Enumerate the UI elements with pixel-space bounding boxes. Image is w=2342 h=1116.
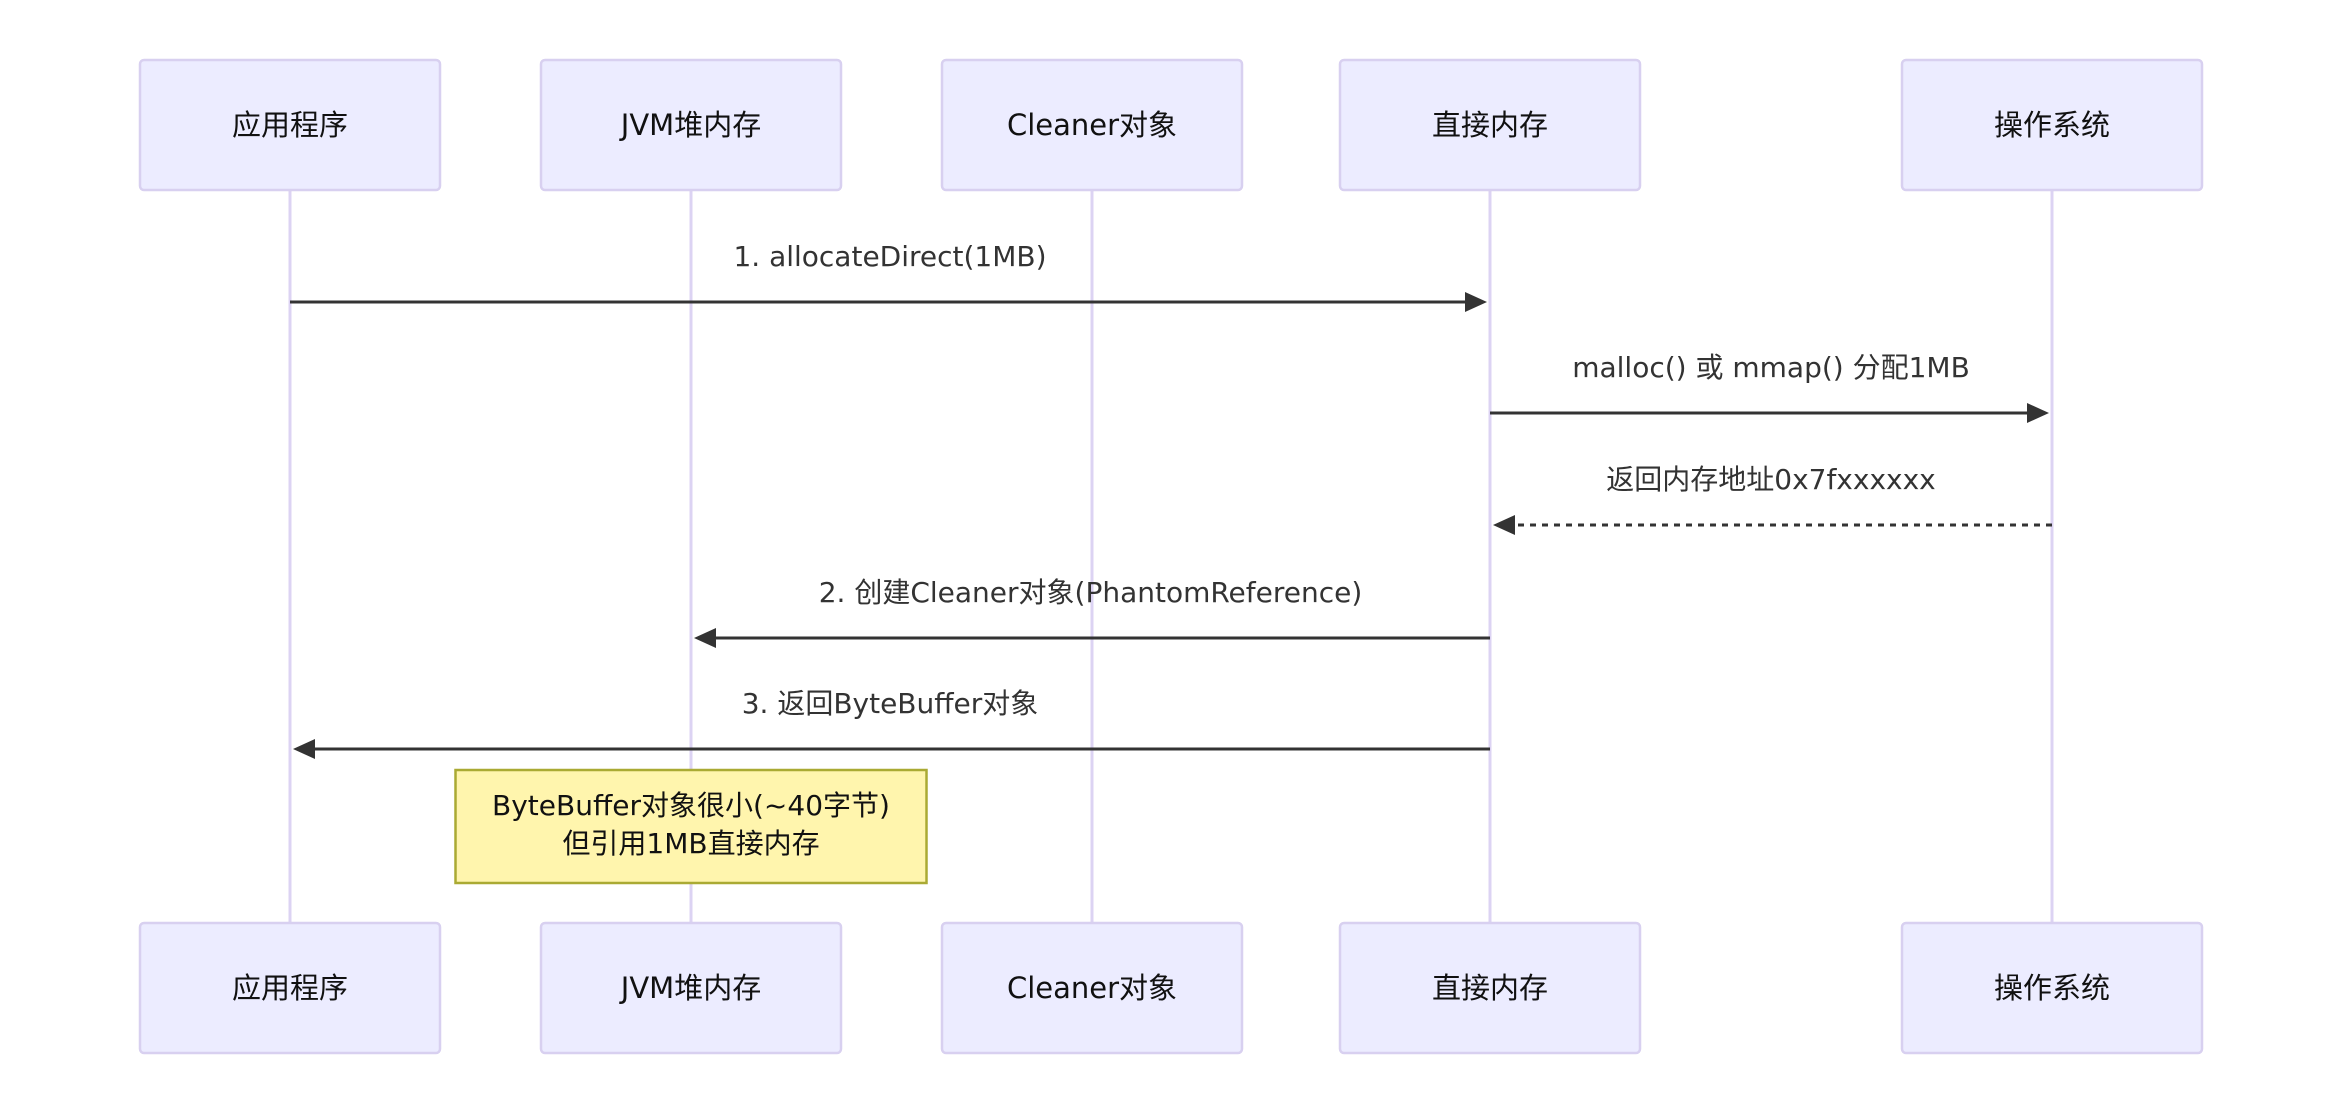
actor-box xyxy=(539,921,843,1055)
actor-cleaner-top[interactable]: Cleaner对象 xyxy=(940,58,1244,192)
arrowhead-icon xyxy=(694,628,716,648)
note-line: ByteBuffer对象很小(~40字节) xyxy=(492,789,890,822)
note-box xyxy=(454,768,928,885)
actor-label: 操作系统 xyxy=(1994,971,2110,1005)
actor-app-bottom[interactable]: 应用程序 xyxy=(138,921,442,1055)
actor-label: JVM堆内存 xyxy=(619,108,761,142)
actor-box xyxy=(539,58,843,192)
actor-os-bottom[interactable]: 操作系统 xyxy=(1900,921,2204,1055)
actor-app-top[interactable]: 应用程序 xyxy=(138,58,442,192)
message-label: 1. allocateDirect(1MB) xyxy=(733,240,1046,273)
arrowhead-icon xyxy=(2027,403,2049,423)
actor-box xyxy=(138,921,442,1055)
message-5: 3. 返回ByteBuffer对象 xyxy=(293,687,1490,759)
actor-heap-top[interactable]: JVM堆内存 xyxy=(539,58,843,192)
note-line: 但引用1MB直接内存 xyxy=(562,827,819,860)
actor-label: 应用程序 xyxy=(232,108,348,142)
actors-bottom: 应用程序 JVM堆内存 Cleaner对象 直接内存 操作系统 xyxy=(138,921,2204,1055)
actor-box xyxy=(1900,58,2204,192)
arrowhead-icon xyxy=(1465,292,1487,312)
arrowhead-icon xyxy=(1493,515,1515,535)
actor-label: 直接内存 xyxy=(1432,971,1548,1005)
actor-box xyxy=(940,58,1244,192)
actor-label: 直接内存 xyxy=(1432,108,1548,142)
message-1: 1. allocateDirect(1MB) xyxy=(290,240,1487,312)
note: ByteBuffer对象很小(~40字节) 但引用1MB直接内存 xyxy=(454,768,928,885)
actor-direct-top[interactable]: 直接内存 xyxy=(1338,58,1642,192)
message-4: 2. 创建Cleaner对象(PhantomReference) xyxy=(694,576,1490,648)
message-2: malloc() 或 mmap() 分配1MB xyxy=(1490,351,2049,423)
actors-top: 应用程序 JVM堆内存 Cleaner对象 直接内存 操作系统 xyxy=(138,58,2204,192)
actor-label: 应用程序 xyxy=(232,971,348,1005)
actor-label: 操作系统 xyxy=(1994,108,2110,142)
actor-heap-bottom[interactable]: JVM堆内存 xyxy=(539,921,843,1055)
actor-label: JVM堆内存 xyxy=(619,971,761,1005)
actor-box xyxy=(940,921,1244,1055)
actor-cleaner-bottom[interactable]: Cleaner对象 xyxy=(940,921,1244,1055)
messages: 1. allocateDirect(1MB) malloc() 或 mmap() … xyxy=(290,240,2052,759)
arrowhead-icon xyxy=(293,739,315,759)
actor-direct-bottom[interactable]: 直接内存 xyxy=(1338,921,1642,1055)
actor-os-top[interactable]: 操作系统 xyxy=(1900,58,2204,192)
message-label: malloc() 或 mmap() 分配1MB xyxy=(1572,351,1970,384)
message-label: 返回内存地址0x7fxxxxxx xyxy=(1606,463,1935,496)
notes: ByteBuffer对象很小(~40字节) 但引用1MB直接内存 xyxy=(454,768,928,885)
actor-label: Cleaner对象 xyxy=(1007,971,1177,1005)
actor-box xyxy=(138,58,442,192)
actor-box xyxy=(1338,921,1642,1055)
message-3: 返回内存地址0x7fxxxxxx xyxy=(1493,463,2052,535)
message-label: 2. 创建Cleaner对象(PhantomReference) xyxy=(819,576,1363,609)
actor-box xyxy=(1900,921,2204,1055)
actor-box xyxy=(1338,58,1642,192)
message-label: 3. 返回ByteBuffer对象 xyxy=(742,687,1039,720)
actor-label: Cleaner对象 xyxy=(1007,108,1177,142)
